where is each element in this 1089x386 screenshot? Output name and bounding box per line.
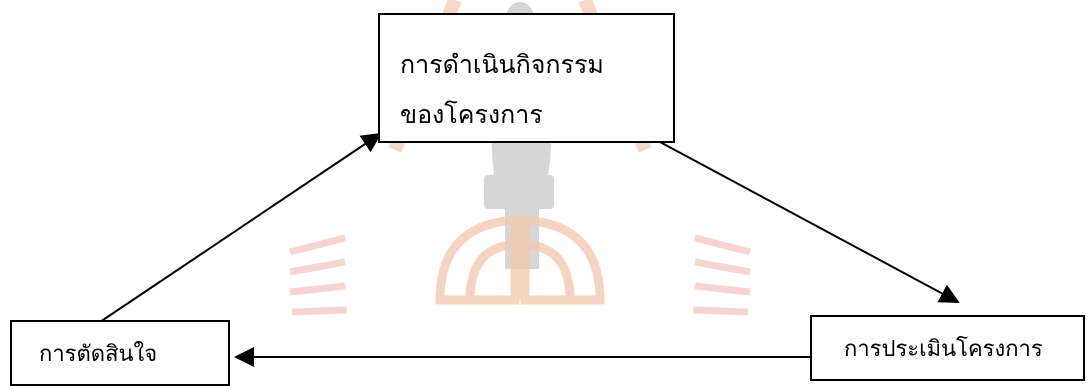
arrow-decision-to-activities <box>99 132 382 323</box>
rays-right-icon <box>692 234 751 316</box>
rays-left-icon <box>289 234 348 316</box>
box-decision: การตัดสินใจ <box>10 320 230 386</box>
box-decision-label: การตัดสินใจ <box>39 341 158 367</box>
box-project-activities-line2: ของโครงการ <box>400 100 543 129</box>
leaf-emblem-icon <box>435 215 605 305</box>
box-project-evaluation-label: การประเมินโครงการ <box>844 336 1043 362</box>
box-project-activities: การดำเนินกิจกรรม ของโครงการ <box>378 13 675 143</box>
box-project-activities-line1: การดำเนินกิจกรรม <box>400 50 604 79</box>
box-project-evaluation: การประเมินโครงการ <box>810 315 1085 381</box>
arrow-activities-to-evaluation <box>659 141 960 303</box>
